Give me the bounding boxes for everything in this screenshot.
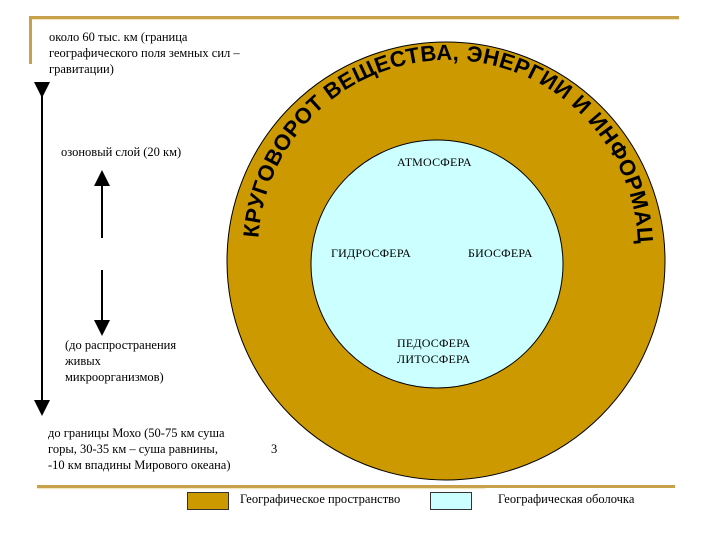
frame-bottom-line-right xyxy=(485,485,675,488)
label-lithosphere: ЛИТОСФЕРА xyxy=(397,352,471,366)
inner-circle-geographic-envelope xyxy=(310,139,564,389)
moho-boundary-note: до границы Мохо (50-75 км суша горы, 30-… xyxy=(48,426,231,472)
label-biosphere: БИОСФЕРА xyxy=(468,246,533,260)
frame-bottom-line xyxy=(37,485,485,488)
ozone-layer-note: озоновый слой (20 км) xyxy=(61,145,182,159)
legend-label-geographic-envelope: Географическая оболочка xyxy=(498,492,635,506)
legend-swatch-geographic-space xyxy=(187,492,229,510)
label-hydrosphere: ГИДРОСФЕРА xyxy=(331,246,412,260)
page-number: 3 xyxy=(271,442,278,456)
label-pedosphere: ПЕДОСФЕРА xyxy=(397,336,471,350)
legend-label-geographic-space: Географическое пространство xyxy=(240,492,401,506)
frame-top-line xyxy=(29,16,679,19)
microorganisms-note: (до распространения живых микроорганизмо… xyxy=(65,338,177,384)
label-atmosphere: АТМОСФЕРА xyxy=(397,155,472,169)
frame-left-line xyxy=(29,16,32,64)
legend-swatch-geographic-envelope xyxy=(430,492,472,510)
top-altitude-note: около 60 тыс. км (граница географическог… xyxy=(49,30,240,76)
